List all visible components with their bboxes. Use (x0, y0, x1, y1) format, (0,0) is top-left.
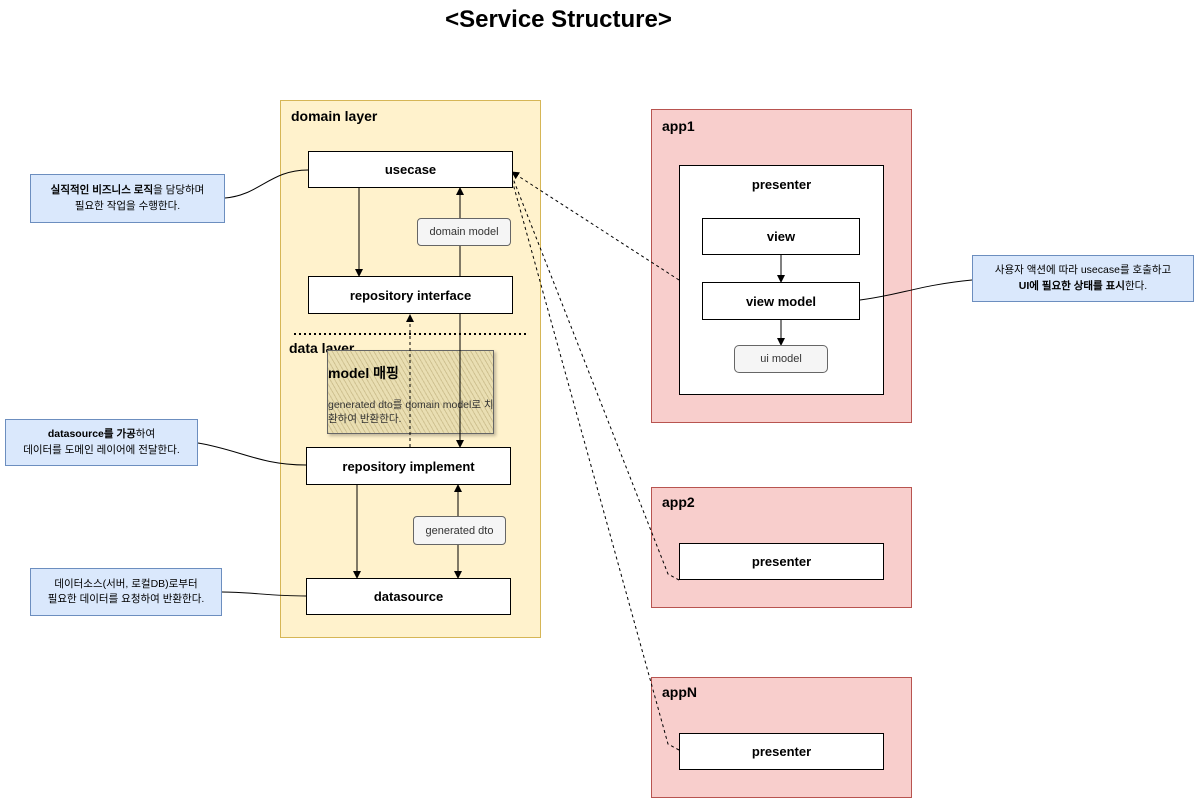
appN-label: appN (662, 684, 697, 700)
datasource-note-line1: 데이터소스(서버, 로컬DB)로부터 (54, 577, 198, 590)
usecase-box: usecase (308, 151, 513, 188)
repo-impl-note-bold1: datasource (47, 428, 104, 441)
dashed-app2-to-usecase (511, 175, 680, 581)
note-line-view-model (859, 279, 973, 301)
note-line-datasource (221, 591, 307, 597)
app1-presenter-label: presenter (751, 177, 812, 192)
dashed-appN-to-usecase (511, 179, 680, 751)
view-model-note-rest: 한다. (1124, 279, 1148, 292)
ui-model-tag: ui model (734, 345, 828, 373)
repository-implement-note: datasource를 가공하여 데이터를 도메인 레이어에 전달한다. (5, 419, 198, 466)
view-model-note-bold: UI에 필요한 상태를 표시 (1018, 279, 1125, 292)
model-mapping-title: model 매핑 (328, 365, 399, 381)
generated-dto-tag: generated dto (413, 516, 506, 545)
view-model-box: view model (702, 282, 860, 320)
view-model-note-line1: 사용자 액션에 따라 usecase를 호출하고 (994, 264, 1172, 277)
repository-implement-box: repository implement (306, 447, 511, 485)
model-mapping-text: generated dto를 domain model로 치환하여 반환한다. (328, 399, 494, 426)
app2-presenter-box: presenter (679, 543, 884, 580)
repo-impl-note-rest: 하여 (135, 428, 156, 441)
datasource-box: datasource (306, 578, 511, 615)
app1-label: app1 (662, 118, 695, 134)
appN-presenter-box: presenter (679, 733, 884, 770)
view-box: view (702, 218, 860, 255)
note-line-usecase (224, 169, 309, 199)
dashed-app1-to-usecase (511, 171, 680, 281)
usecase-note-rest: 을 담당하며 (153, 184, 205, 197)
page-title: <Service Structure> (445, 6, 672, 33)
datasource-note-line2: 필요한 데이터를 요청하여 반환한다. (47, 593, 205, 605)
note-line-repo-impl (197, 442, 307, 466)
repo-impl-note-bold2: 가공 (116, 428, 136, 441)
usecase-note-bold: 실직적인 비즈니스 로직 (50, 184, 154, 197)
domain-model-tag: domain model (417, 218, 511, 246)
usecase-note-line2: 필요한 작업을 수행한다. (74, 199, 181, 212)
app2-label: app2 (662, 494, 695, 510)
datasource-note: 데이터소스(서버, 로컬DB)로부터 필요한 데이터를 요청하여 반환한다. (30, 568, 222, 616)
view-model-note: 사용자 액션에 따라 usecase를 호출하고 UI에 필요한 상태를 표시한… (972, 255, 1194, 302)
usecase-note: 실직적인 비즈니스 로직을 담당하며 필요한 작업을 수행한다. (30, 174, 225, 223)
repo-impl-note-line2: 데이터를 도메인 레이어에 전달한다. (23, 443, 180, 456)
repo-impl-note-mid: 를 (103, 428, 117, 441)
domain-layer-label: domain layer (291, 108, 378, 124)
repository-interface-box: repository interface (308, 276, 513, 314)
